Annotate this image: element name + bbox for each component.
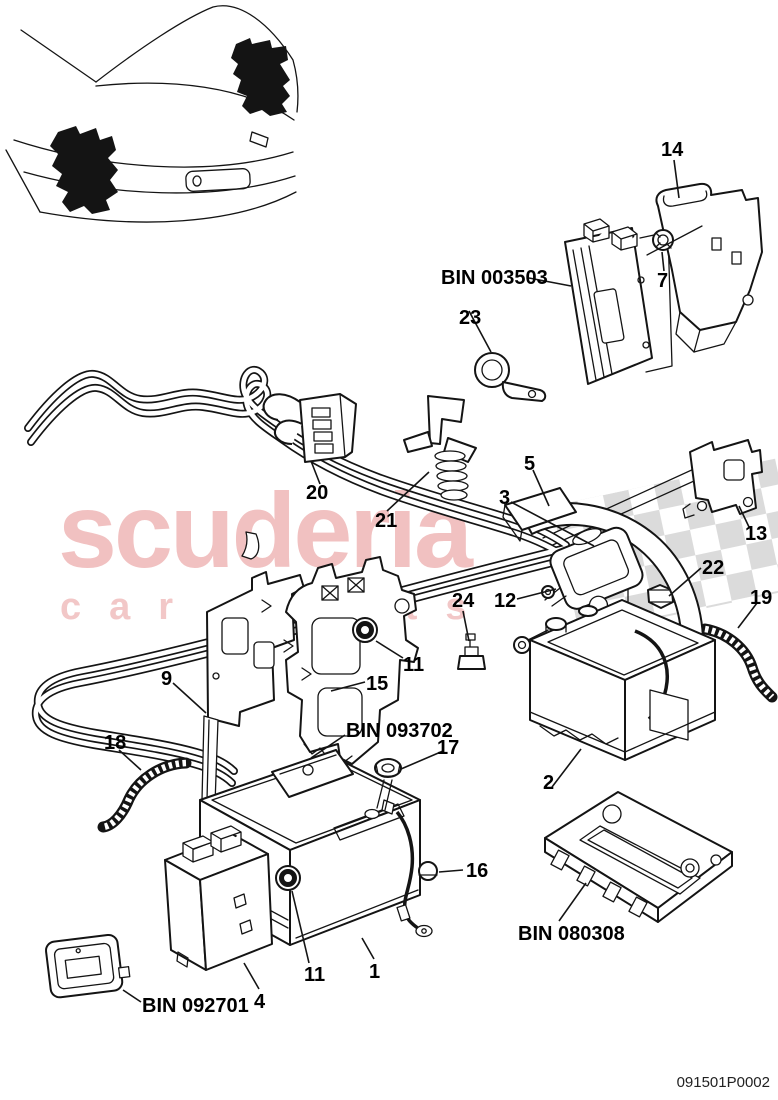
battery-1 [199, 754, 433, 946]
drawing-code: 091501P0002 [676, 1074, 770, 1091]
battery-2 [529, 599, 716, 761]
part-label-5: 5 [524, 453, 536, 475]
part-label-3: 3 [499, 487, 511, 509]
part-label-13: 13 [745, 523, 768, 545]
part-label-18: 18 [104, 732, 127, 754]
bracket-13 [682, 439, 763, 519]
part-label-16: 16 [466, 860, 489, 882]
bracket-14 [655, 182, 763, 353]
clip-21 [403, 395, 477, 501]
part-label-23: 23 [459, 307, 482, 329]
part-label-11-upper: 11 [403, 654, 425, 676]
part-label-14: 14 [661, 139, 684, 161]
hose-18 [103, 763, 186, 827]
part-label-1: 1 [369, 961, 381, 983]
module-bin003503 [564, 218, 673, 385]
grommet-11-upper [352, 617, 378, 643]
part-label-11-lower: 11 [304, 964, 326, 986]
part-label-bin093702: BIN 093702 [346, 720, 453, 742]
nut-7 [646, 225, 703, 256]
part-label-19: 19 [750, 587, 773, 609]
part-label-4: 4 [254, 991, 266, 1013]
cover-cap-3 [504, 487, 577, 531]
grommet-11-lower [275, 865, 301, 891]
part-label-9: 9 [161, 668, 173, 690]
part-label-24: 24 [452, 590, 475, 612]
part-label-2: 2 [543, 772, 555, 794]
part-label-22: 22 [702, 557, 725, 579]
tray-bin080308 [544, 791, 733, 923]
harness-pipes [28, 370, 569, 783]
module-bin092701 [45, 933, 131, 999]
part-label-bin092701: BIN 092701 [142, 995, 249, 1017]
plate-15 [261, 556, 419, 765]
part-label-17: 17 [437, 737, 460, 759]
clip-20 [262, 393, 357, 463]
part-label-21: 21 [375, 510, 398, 532]
car-thumbnail [5, 5, 299, 223]
leader-lines [118, 159, 758, 1003]
part-label-15: 15 [366, 673, 389, 695]
part-label-bin080308: BIN 080308 [518, 923, 625, 945]
bolt-22 [647, 584, 674, 609]
clamp-23 [474, 352, 547, 402]
nut-17 [374, 758, 402, 811]
part-label-bin003503: BIN 003503 [441, 267, 548, 289]
part-label-7: 7 [657, 270, 669, 292]
cap-16 [418, 861, 438, 881]
pipe-clip-tab [241, 531, 260, 560]
sensor-24 [457, 633, 486, 670]
lid-bin093702 [271, 749, 354, 798]
bracket-9 [201, 571, 305, 805]
ecu-4 [164, 825, 273, 971]
part-label-12: 12 [494, 590, 517, 612]
battery-monitor-sensor [549, 526, 644, 615]
part-label-20: 20 [306, 482, 329, 504]
